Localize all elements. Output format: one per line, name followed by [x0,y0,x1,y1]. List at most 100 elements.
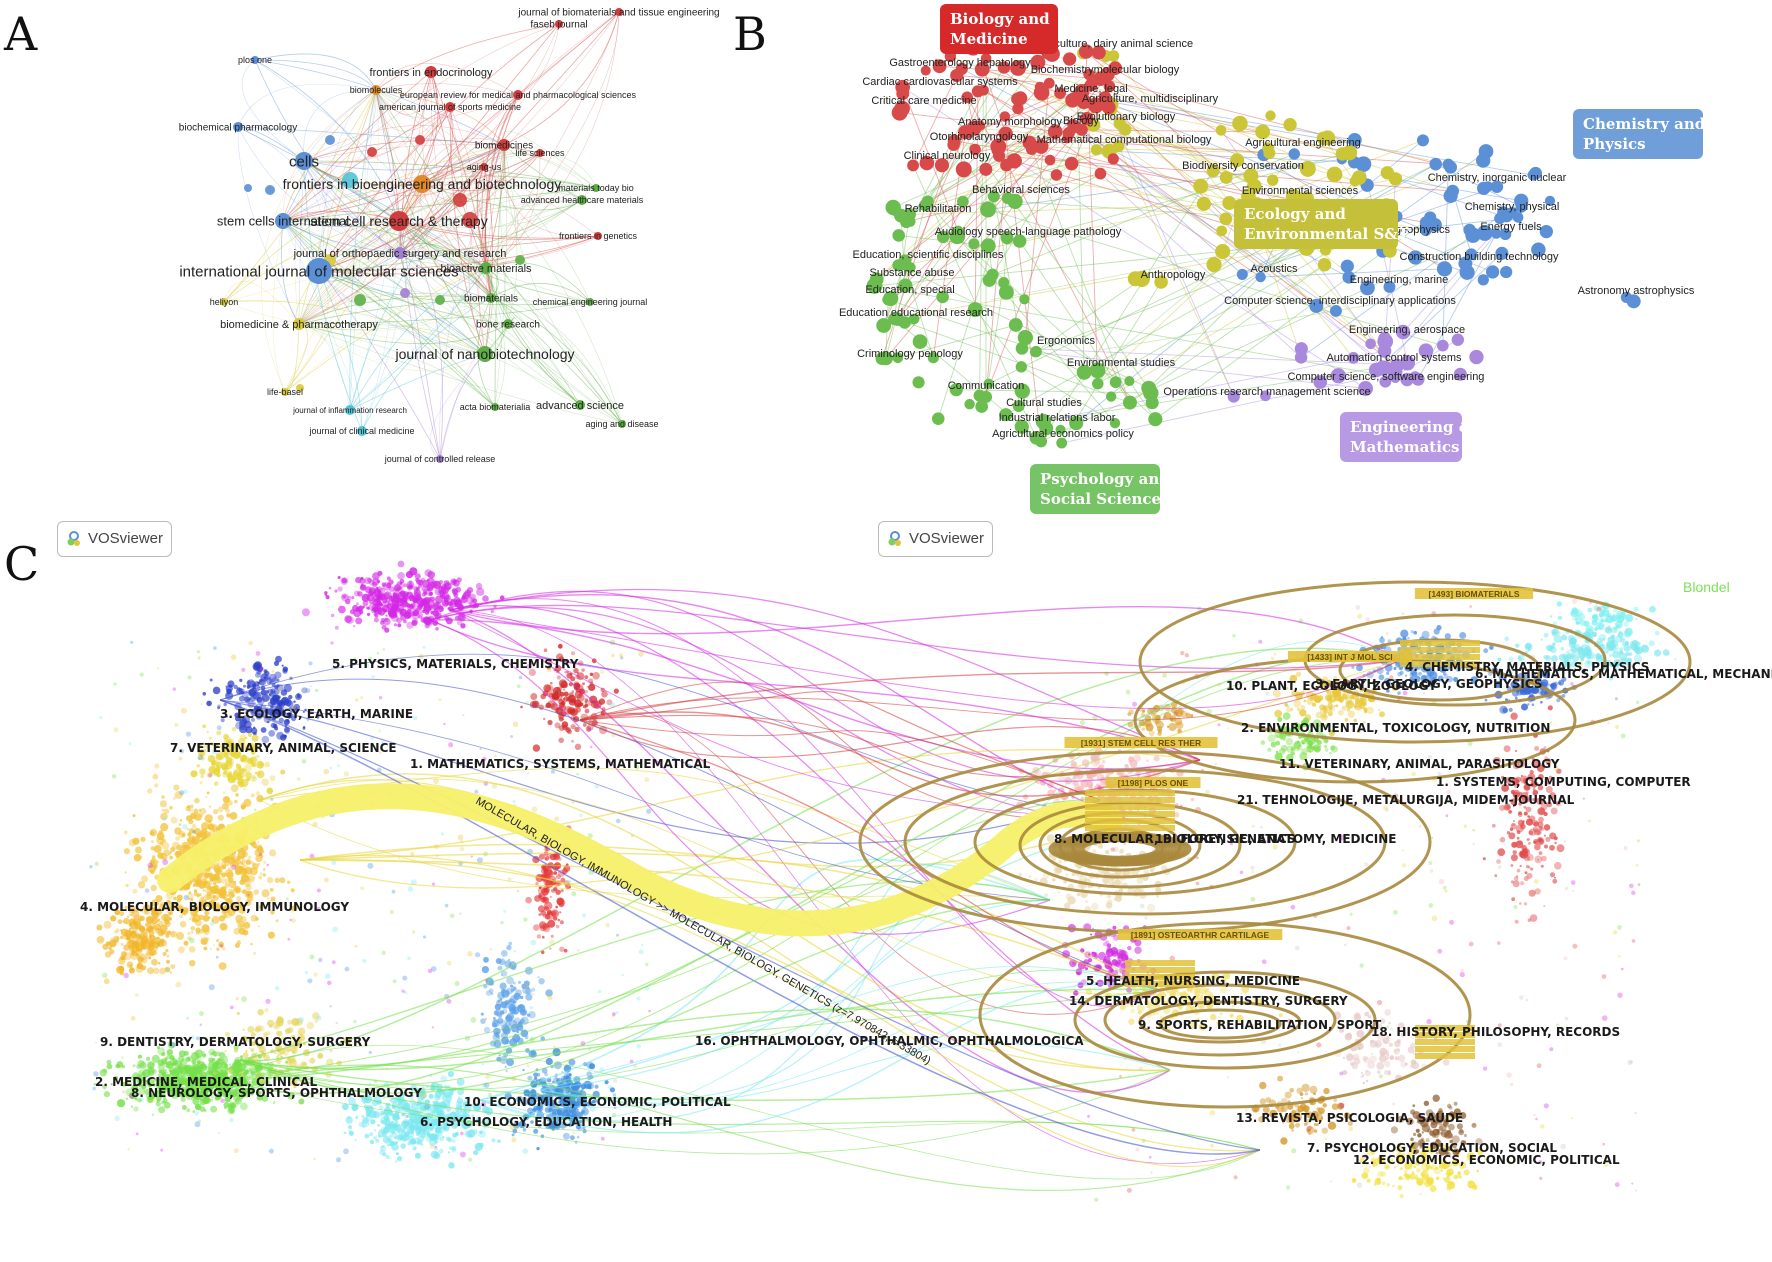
journal-label: plos one [238,55,272,65]
category-node [1076,364,1092,380]
point [250,692,253,695]
point [280,689,288,696]
point [140,836,146,842]
network-edge [490,282,591,303]
point [556,874,561,880]
category-node [1092,377,1104,390]
point [455,1132,459,1136]
category-node [1000,231,1014,245]
network-edge [375,89,400,222]
network-edge [485,267,506,408]
category-label-agriculture-dairy-animal-science: Agriculture, dairy animal science [1035,38,1193,50]
category-label-behavioral-sciences: Behavioral sciences [972,184,1070,196]
point [1540,638,1543,641]
point [1662,649,1670,656]
point [581,668,585,672]
category-label-gastroenterology-hepatology: Gastroenterology hepatology [889,57,1031,69]
point [494,1003,502,1011]
category-label-environmental-studies: Environmental studies [1067,357,1176,369]
point [427,591,433,597]
point [203,928,210,935]
category-node [1436,261,1453,277]
network-edge [282,220,581,406]
point [571,651,575,656]
point [192,836,196,841]
network-edge [399,252,492,299]
point [337,586,343,592]
point [397,572,405,580]
point [383,608,387,613]
point [240,774,244,777]
panel-b-category-network: AllergyAgriculture, dairy animal science… [839,4,1706,514]
point [129,913,132,917]
point [157,918,161,922]
network-edge [284,183,423,393]
category-label-engineering-aerospace: Engineering, aerospace [1349,324,1465,336]
point [290,1057,294,1062]
category-node [1531,242,1546,257]
network-edge [298,270,339,328]
point [188,819,194,825]
point [589,1087,592,1090]
point [150,840,154,844]
point [263,860,267,864]
point [247,1025,255,1033]
network-edge [298,11,620,325]
point [344,580,347,583]
journal-node-aging-and-disease [618,420,626,428]
category-node [1196,196,1212,211]
point [558,737,564,744]
point [325,595,330,600]
point [403,619,407,624]
category-node [1365,338,1376,350]
point [422,609,426,614]
network-edge [282,23,560,222]
network-edge [282,89,377,222]
point [557,918,561,922]
point [1514,696,1518,700]
point [570,676,576,682]
point [194,797,200,804]
network-edge [298,160,305,325]
category-node [1255,271,1266,283]
point [562,688,566,691]
point [483,956,489,963]
point [193,808,199,814]
point [193,891,199,897]
category-node [1050,169,1063,181]
point [563,696,569,702]
point [511,1133,515,1137]
point [381,1145,385,1149]
network-edge [499,144,509,325]
point [152,1062,155,1066]
point [520,705,523,709]
point [412,620,415,623]
category-node [1103,80,1116,93]
point [247,732,252,738]
point [410,1130,415,1134]
category-label-anthropology: Anthropology [1141,269,1206,281]
point [211,1050,217,1056]
network-edge [349,89,377,411]
network-edge [375,89,581,406]
network-edge [223,252,401,303]
point [553,916,558,921]
category-node [1326,166,1343,183]
point [549,895,553,899]
point [217,814,224,821]
point [558,717,564,722]
point [391,1130,395,1135]
network-edge [1043,350,1385,422]
point [196,880,200,883]
point [557,898,566,907]
point [481,966,489,974]
journal-node-stem-cells-international [275,213,291,229]
point [250,914,258,922]
point [162,951,167,957]
category-node [1529,166,1543,180]
point [1338,697,1343,702]
point [1347,710,1356,718]
network-edge [223,220,400,303]
point [233,771,239,777]
